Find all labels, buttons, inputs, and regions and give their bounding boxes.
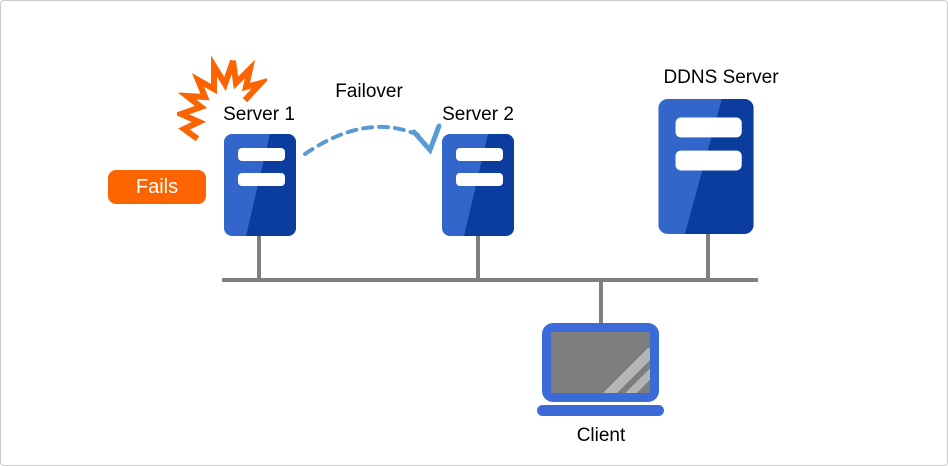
- ddns-server-link-line: [706, 234, 710, 278]
- server-tower-icon-ddns: [658, 99, 754, 234]
- server2-link-line: [476, 236, 480, 278]
- laptop-base: [537, 405, 664, 416]
- server1-link-line: [257, 236, 261, 278]
- server-tower-icon-server1: [224, 134, 296, 236]
- failover-arrow: [303, 123, 442, 156]
- client-label: Client: [576, 425, 626, 446]
- laptop-icon: [542, 323, 659, 402]
- client-link-line: [599, 282, 603, 326]
- fails-badge: Fails: [108, 170, 206, 204]
- ddns-server-label: DDNS Server: [663, 67, 779, 88]
- server2-label: Server 2: [442, 104, 514, 125]
- server1-label: Server 1: [223, 104, 295, 125]
- explosion-burst-icon: [177, 55, 267, 141]
- network-bus-line: [222, 278, 758, 282]
- server-tower-icon-server2: [442, 134, 514, 236]
- failover-label: Failover: [335, 81, 403, 102]
